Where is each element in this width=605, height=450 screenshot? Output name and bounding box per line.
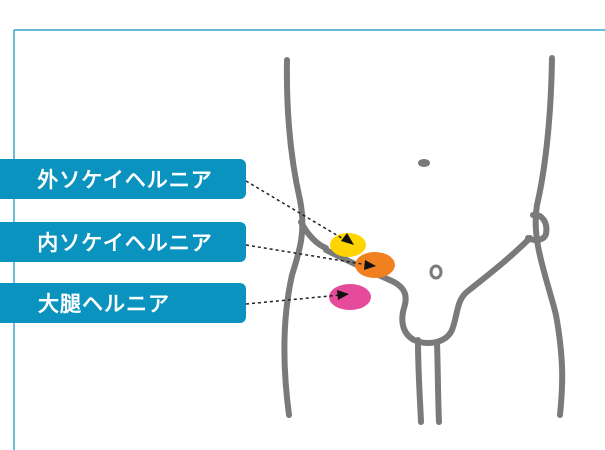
navel bbox=[418, 159, 430, 167]
external-leader-line bbox=[245, 180, 346, 241]
internal-arrowhead bbox=[364, 260, 376, 270]
torso-left-outline bbox=[281, 57, 306, 418]
femoral-hernia-marker bbox=[329, 284, 371, 310]
right-hip-notch bbox=[525, 211, 550, 244]
external-inguinal-hernia-label: 外ソケイヘルニア bbox=[0, 159, 246, 199]
internal-leader-line bbox=[245, 244, 369, 266]
femoral-leader-line bbox=[245, 294, 341, 305]
left-leg-inner bbox=[415, 337, 424, 425]
internal-inguinal-hernia-label: 内ソケイヘルニア bbox=[0, 222, 246, 262]
femoral-hernia-label: 大腿ヘルニア bbox=[0, 283, 246, 323]
right-leg-inner bbox=[434, 339, 442, 425]
external-arrowhead bbox=[341, 233, 354, 245]
small-mark bbox=[429, 264, 443, 280]
external-hernia-marker bbox=[330, 233, 366, 257]
internal-hernia-marker bbox=[355, 252, 395, 278]
left-hip-notch bbox=[298, 219, 329, 251]
groin-outline bbox=[323, 235, 533, 346]
femoral-arrowhead bbox=[337, 290, 349, 300]
torso-right-outline bbox=[532, 55, 566, 418]
